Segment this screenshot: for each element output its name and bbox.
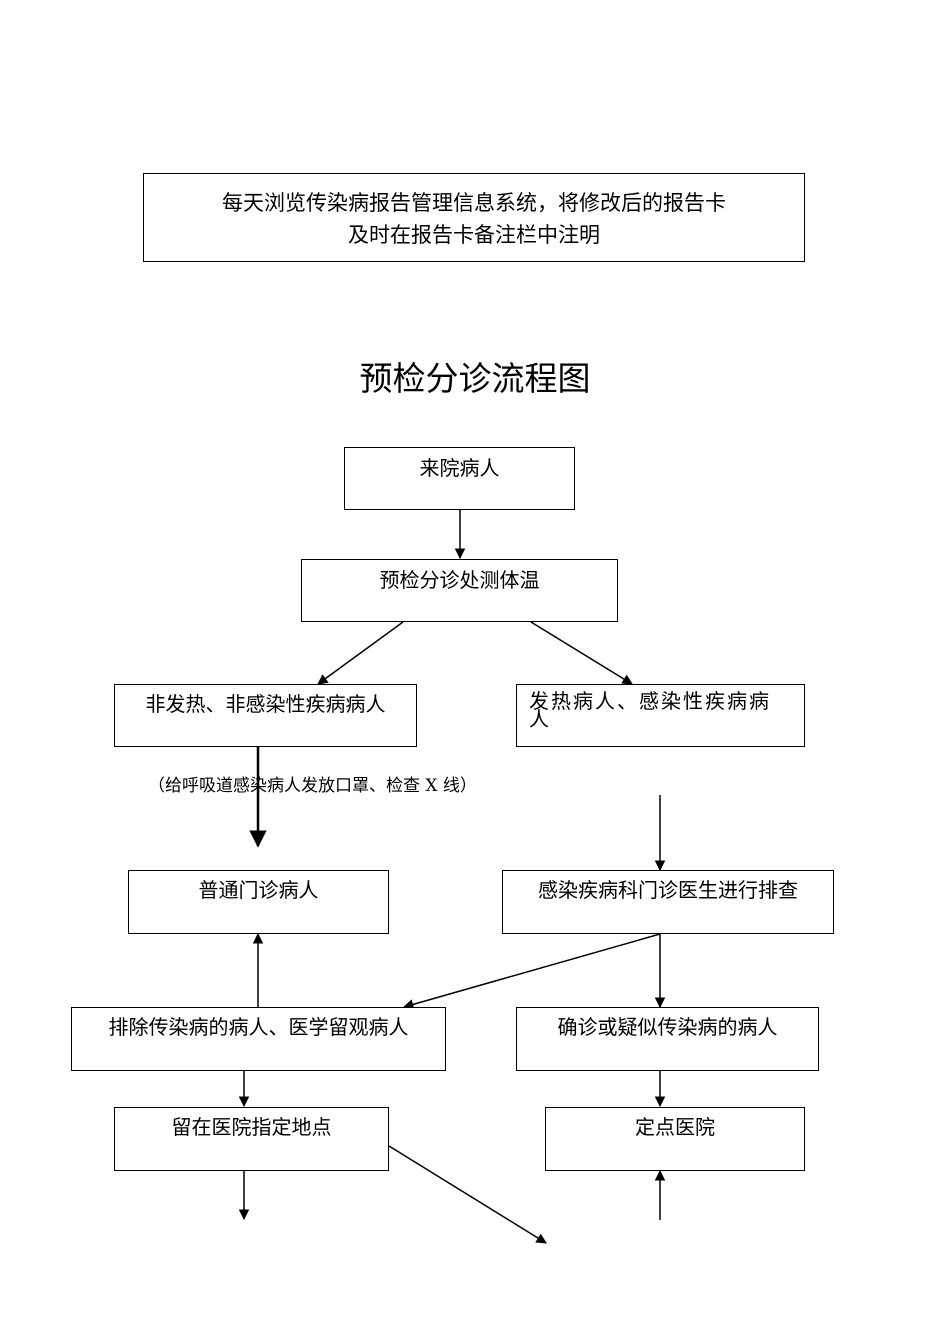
- node-designated: 定点医院: [545, 1107, 805, 1171]
- mask-xray-caption: （给呼吸道感染病人发放口罩、检查 X 线）: [148, 776, 477, 796]
- node-infection-clinic-label: 感染疾病科门诊医生进行排查: [538, 878, 798, 902]
- page-title: 预检分诊流程图: [359, 359, 591, 398]
- node-arrive: 来院病人: [344, 447, 575, 510]
- node-excluded: 排除传染病的病人、医学留观病人: [71, 1007, 446, 1071]
- arrow-triage-to-non-fever: [317, 621, 404, 685]
- node-infection-clinic: 感染疾病科门诊医生进行排查: [502, 870, 834, 934]
- node-non-fever-label: 非发热、非感染性疾病病人: [145, 692, 386, 716]
- node-fever: 发热病人、感染性疾病病人: [516, 684, 805, 747]
- notice-box: 每天浏览传染病报告管理信息系统，将修改后的报告卡 及时在报告卡备注栏中注明: [143, 173, 805, 262]
- node-general-clinic-label: 普通门诊病人: [198, 878, 319, 902]
- node-stay: 留在医院指定地点: [114, 1107, 389, 1171]
- node-confirmed: 确诊或疑似传染病的病人: [516, 1007, 819, 1071]
- node-non-fever: 非发热、非感染性疾病病人: [114, 684, 417, 747]
- arrow-infection-to-excluded: [402, 933, 661, 1010]
- node-confirmed-label: 确诊或疑似传染病的病人: [557, 1015, 778, 1039]
- node-general-clinic: 普通门诊病人: [128, 870, 389, 934]
- node-stay-label: 留在医院指定地点: [171, 1115, 332, 1139]
- notice-line-2: 及时在报告卡备注栏中注明: [348, 223, 600, 247]
- notice-line-1: 每天浏览传染病报告管理信息系统，将修改后的报告卡: [222, 191, 726, 215]
- node-triage: 预检分诊处测体温: [301, 559, 618, 622]
- arrow-stay-diagonal: [388, 1145, 547, 1244]
- node-fever-label: 发热病人、感染性疾病病人: [529, 689, 771, 731]
- arrow-triage-to-fever: [530, 621, 633, 685]
- node-designated-label: 定点医院: [635, 1115, 715, 1139]
- node-triage-label: 预检分诊处测体温: [379, 568, 540, 592]
- node-excluded-label: 排除传染病的病人、医学留观病人: [108, 1015, 409, 1039]
- node-arrive-label: 来院病人: [419, 456, 500, 480]
